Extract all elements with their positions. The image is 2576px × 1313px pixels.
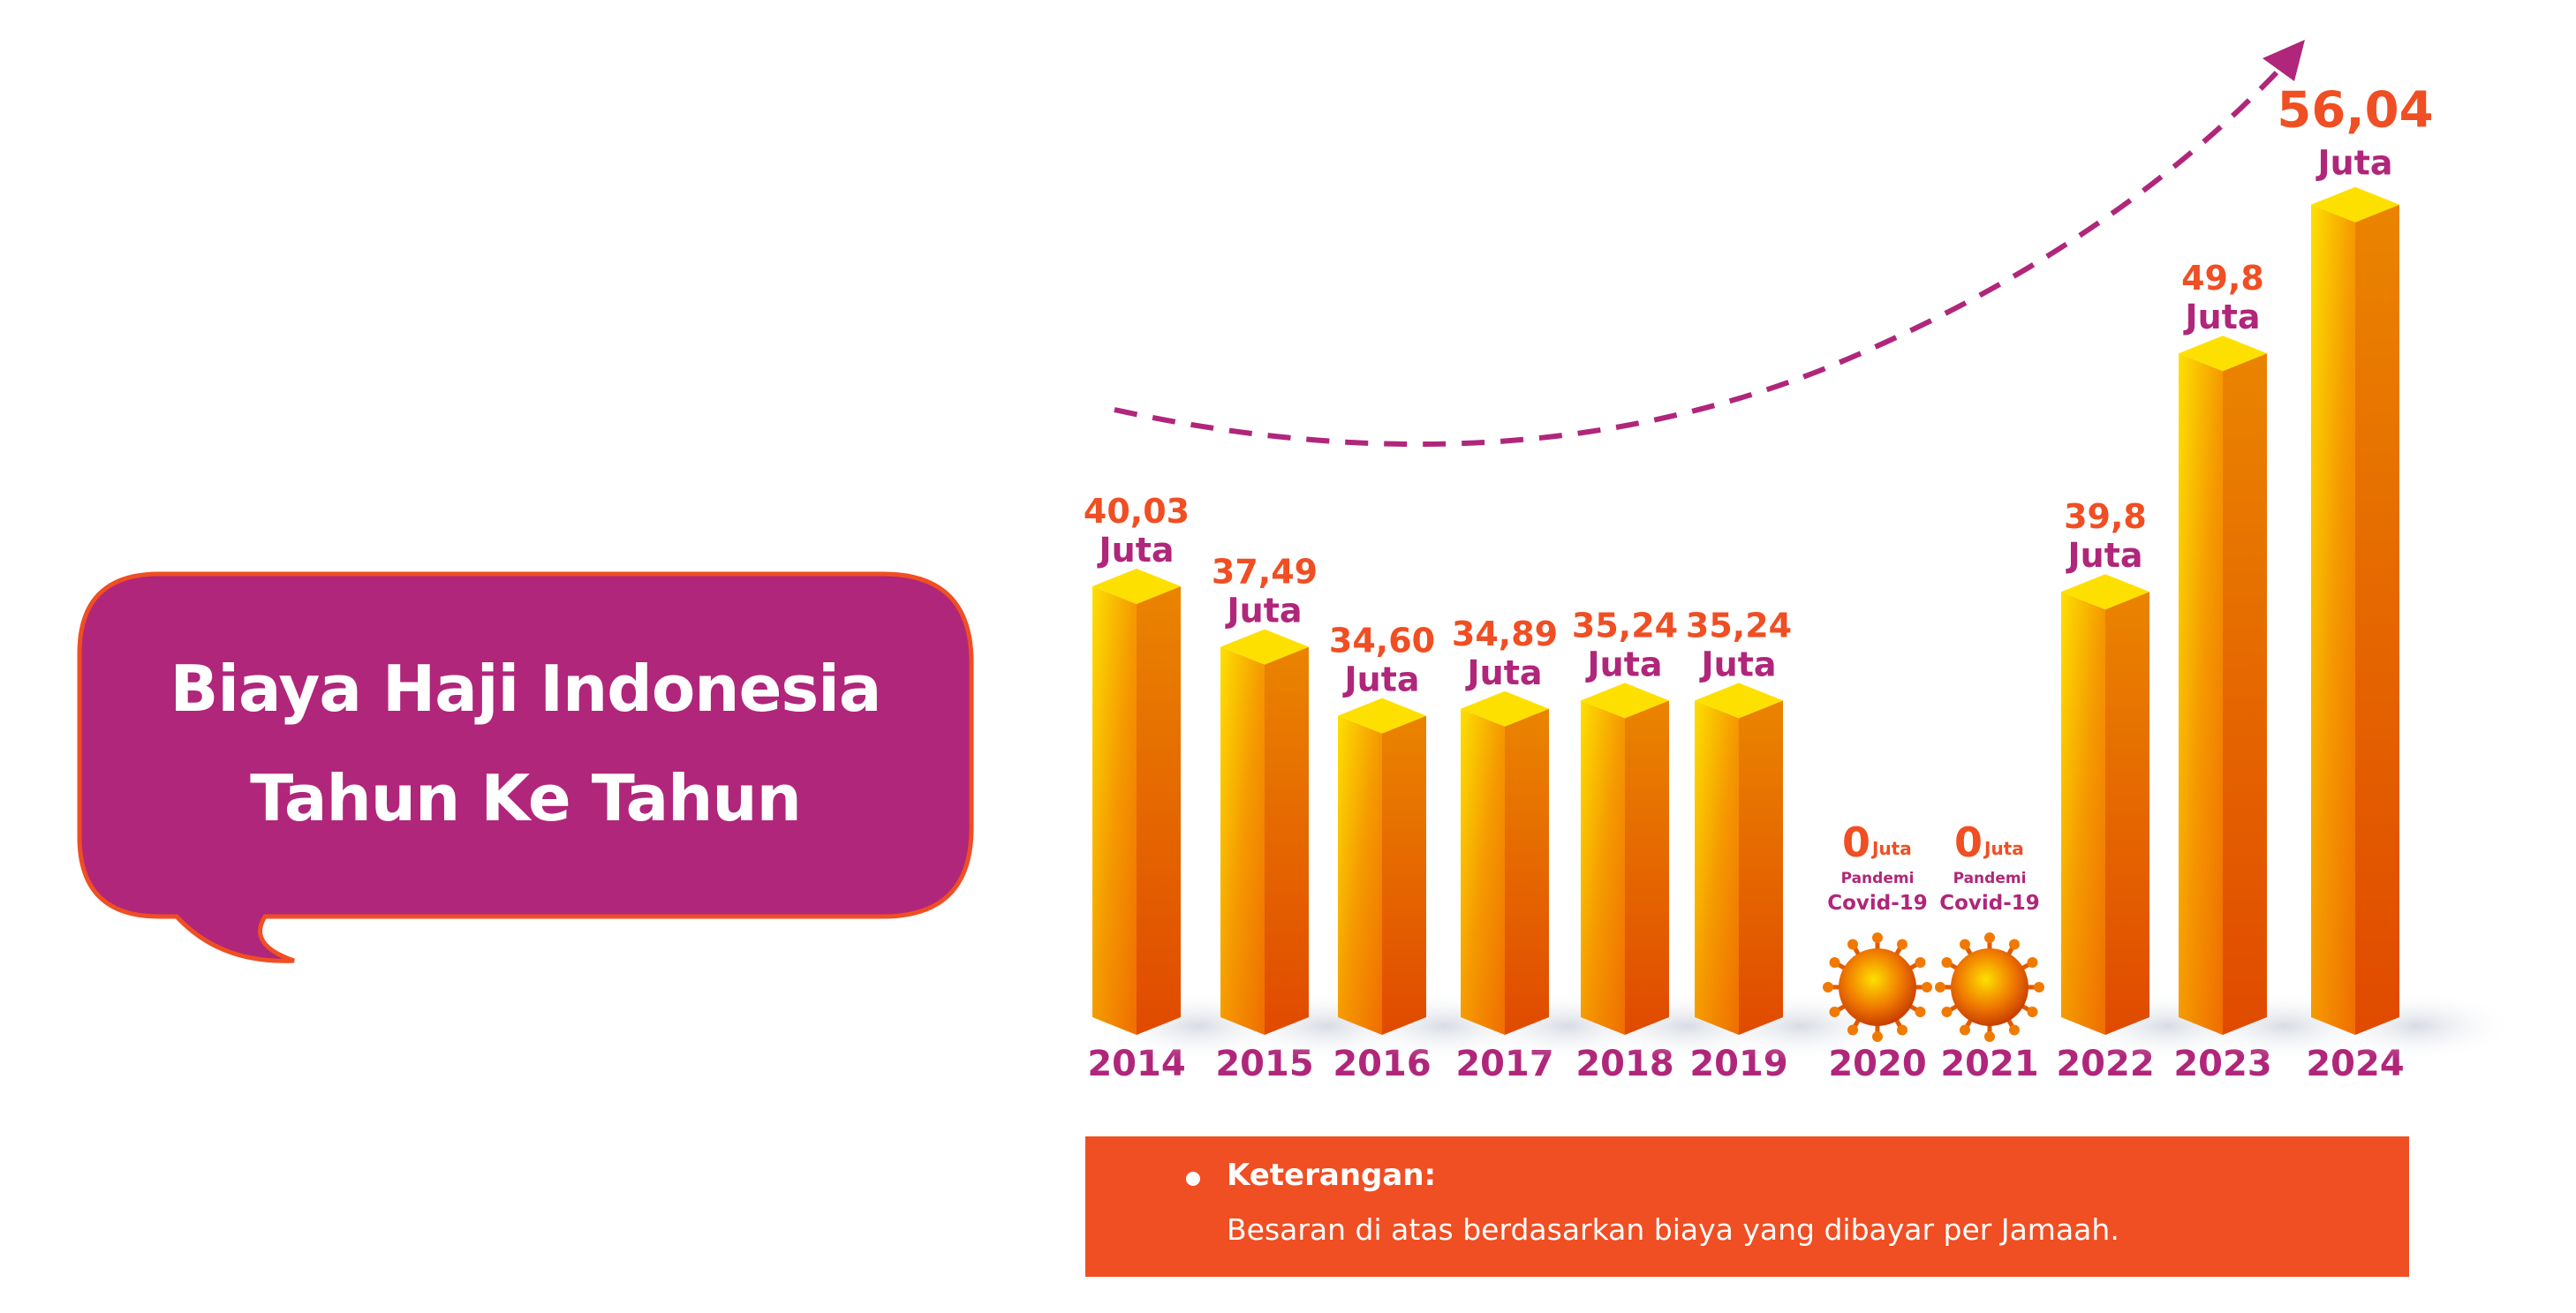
value-label: 49,8 — [2181, 259, 2264, 298]
unit-label: Juta — [1342, 660, 1420, 699]
bar-top-face — [1461, 690, 1549, 727]
unit-label: Juta — [2066, 536, 2143, 575]
virus-spike-tip — [1984, 932, 1995, 943]
bar-left-face — [2179, 353, 2223, 1036]
trend-arrow-head — [2262, 40, 2305, 81]
bar-left-face — [2061, 592, 2105, 1035]
virus-spike-tip — [1960, 1024, 1970, 1036]
bar-left-face — [1338, 715, 1382, 1035]
bar-right-face — [1505, 708, 1549, 1035]
title-line-1: Biaya Haji Indonesia — [170, 652, 881, 726]
virus-spike-tip — [1941, 957, 1953, 968]
bar-chart: 201440,03Juta201537,49Juta201634,60Juta2… — [1084, 40, 2514, 1084]
bar-top-face — [1338, 698, 1426, 734]
title-line-2: Tahun Ke Tahun — [250, 761, 802, 835]
unit-label: Juta — [1097, 531, 1175, 570]
virus-spike-tip — [1829, 1007, 1840, 1017]
virus-spike-tip — [1829, 957, 1840, 968]
bar-left-face — [1220, 646, 1265, 1035]
trend-arrow — [1114, 68, 2281, 448]
legend-box: Keterangan: Besaran di atas berdasarkan … — [1085, 1136, 2409, 1277]
bar-top-face — [2179, 336, 2267, 372]
pandemic-note: Pandemi — [1841, 870, 1915, 887]
bar-right-face — [2223, 353, 2267, 1036]
value-label: 0 — [1954, 819, 1983, 866]
bar-right-face — [1739, 700, 1783, 1035]
value-label: 56,04 — [2277, 82, 2433, 140]
virus-spike-tip — [2027, 1007, 2038, 1017]
virus-spike-tip — [1915, 957, 1926, 968]
value-label: 35,24 — [1686, 606, 1792, 645]
legend-title: Keterangan: — [1227, 1158, 1437, 1193]
value-label: 39,8 — [2064, 497, 2147, 536]
value-label: 37,49 — [1212, 553, 1318, 592]
bar-right-face — [2355, 204, 2399, 1036]
virus-spike-tip — [1922, 982, 1932, 992]
unit-label: Juta — [1699, 645, 1777, 683]
value-label: 35,24 — [1572, 606, 1678, 645]
covid-virus-icon — [1951, 948, 2028, 1026]
bar-top-face — [2311, 186, 2399, 223]
virus-spike-tip — [1984, 1031, 1995, 1042]
value-label: 0 — [1842, 819, 1870, 866]
virus-spike-tip — [1847, 939, 1858, 950]
pandemic-note: Pandemi — [1953, 870, 2027, 887]
bar-top-face — [1220, 629, 1309, 665]
year-label: 2020 — [1828, 1044, 1926, 1084]
bar-left-face — [1092, 586, 1137, 1035]
bar-top-face — [2061, 574, 2149, 610]
value-label: 34,89 — [1452, 615, 1558, 653]
speech-bubble — [77, 571, 974, 963]
bullet-icon — [1186, 1172, 1200, 1186]
bar-left-face — [1695, 700, 1739, 1035]
unit-label: Juta — [1870, 838, 1912, 859]
bar-left-face — [1581, 700, 1625, 1035]
virus-spike-tip — [1897, 1024, 1907, 1036]
pandemic-note: Covid-19 — [1939, 892, 2040, 915]
unit-label: Juta — [1983, 838, 2024, 859]
virus-spike-tip — [1960, 939, 1970, 950]
bar-right-face — [1382, 715, 1426, 1035]
pandemic-note: Covid-19 — [1827, 892, 1928, 915]
virus-spike-tip — [2009, 1024, 2020, 1036]
unit-label: Juta — [1585, 645, 1663, 683]
covid-virus-icon — [1839, 948, 1916, 1026]
virus-spike-tip — [1872, 1031, 1883, 1042]
virus-spike-tip — [2009, 939, 2020, 950]
virus-spike-tip — [2034, 982, 2044, 992]
virus-spike-tip — [1935, 982, 1945, 992]
bar-top-face — [1092, 569, 1181, 604]
virus-spike-tip — [1823, 982, 1833, 992]
bar-top-face — [1695, 683, 1783, 719]
year-label: 2021 — [1940, 1044, 2038, 1084]
bar-right-face — [2105, 592, 2149, 1035]
unit-label: Juta — [1225, 592, 1303, 630]
virus-spike-tip — [1897, 939, 1907, 950]
value-label: 40,03 — [1084, 492, 1190, 531]
bar-left-face — [1461, 708, 1505, 1035]
value-label: 34,60 — [1329, 622, 1435, 660]
bar-top-face — [1581, 683, 1669, 719]
virus-spike-tip — [1941, 1007, 1953, 1017]
virus-spike-tip — [1847, 1024, 1858, 1036]
bar-left-face — [2311, 204, 2355, 1036]
bar-right-face — [1625, 700, 1669, 1035]
legend-text: Besaran di atas berdasarkan biaya yang d… — [1227, 1212, 2119, 1247]
bar-right-face — [1265, 646, 1309, 1035]
virus-spike-tip — [1872, 932, 1883, 943]
unit-label: Juta — [1465, 653, 1543, 692]
virus-spike-tip — [1915, 1007, 1926, 1017]
unit-label: Juta — [2183, 298, 2261, 336]
unit-label: Juta — [2315, 144, 2393, 183]
bar-right-face — [1137, 586, 1181, 1035]
virus-spike-tip — [2027, 957, 2038, 968]
